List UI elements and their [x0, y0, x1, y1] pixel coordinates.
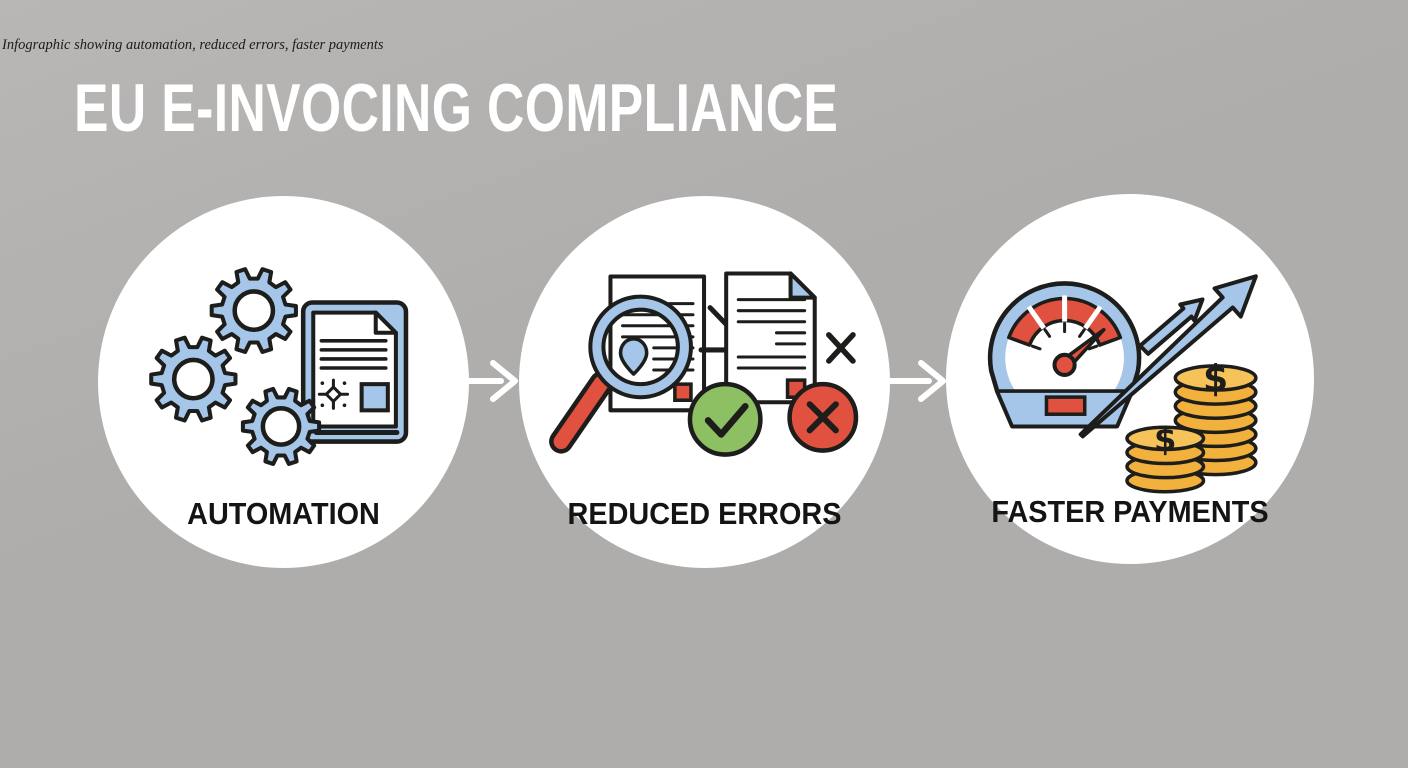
speedometer-display: [1044, 395, 1087, 416]
step-label: REDUCED ERRORS: [567, 496, 842, 531]
drop-marker-icon: [618, 337, 649, 376]
gear-icon: [240, 386, 322, 466]
cross-badge-icon: [787, 381, 859, 453]
speedometer-icon: [987, 281, 1142, 429]
magnifier-icon: [549, 294, 693, 454]
dollar-sign: $: [1203, 357, 1228, 400]
step-circle-reduced-errors: REDUCED ERRORS: [519, 196, 890, 568]
speedometer-coins-icon: $ $: [987, 274, 1258, 494]
page-title: EU E-INVOCING COMPLIANCE: [74, 70, 839, 146]
right-arrow-icon: [456, 360, 518, 402]
document-text-lines: [736, 298, 807, 370]
growth-arrow-icon: [1078, 274, 1258, 439]
speedometer-dial-band: [1007, 296, 1123, 347]
cross-mark-icon: [826, 332, 856, 364]
caption-text: Infographic showing automation, reduced …: [2, 37, 384, 53]
gears-invoice-icon: [149, 267, 409, 466]
check-badge-icon: [687, 381, 763, 457]
gear-icon: [209, 267, 298, 355]
coin-stack-icon: $: [1173, 357, 1258, 477]
step-circle-faster-payments: $ $ FASTER PAYMENTS: [946, 194, 1314, 564]
speedometer-ticks: [1030, 322, 1099, 351]
error-square: [673, 382, 693, 402]
sparkle-icon: [317, 378, 350, 410]
step-label: FASTER PAYMENTS: [991, 494, 1269, 529]
step-label: AUTOMATION: [187, 496, 380, 531]
step-circle-automation: AUTOMATION: [98, 196, 469, 568]
checked-document-icon: [724, 271, 817, 405]
dollar-sign: $: [1154, 420, 1176, 458]
stamp-square: [359, 382, 390, 413]
document-text-lines: [319, 339, 388, 370]
right-arrow-icon: [884, 360, 946, 402]
gear-icon: [149, 335, 238, 423]
magnifier-documents-icon: [549, 271, 859, 457]
coin-stack-icon: $: [1125, 420, 1206, 494]
invoice-document-icon: [300, 300, 409, 444]
